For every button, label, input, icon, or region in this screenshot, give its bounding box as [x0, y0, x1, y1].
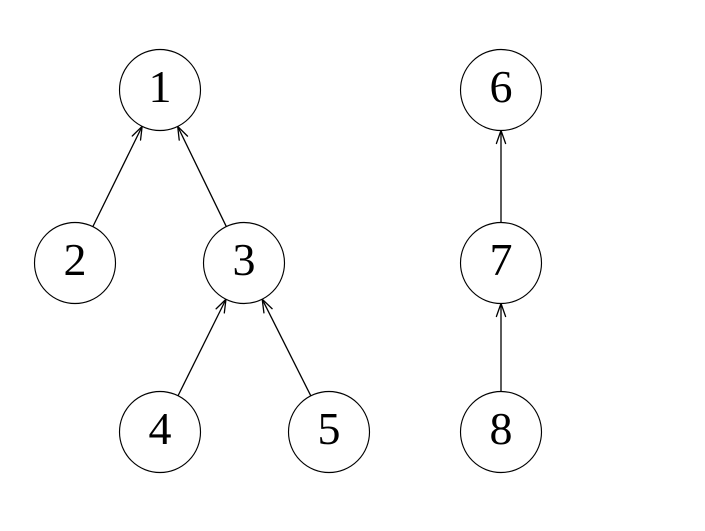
node-label: 8	[490, 403, 513, 454]
node-label: 7	[490, 234, 513, 285]
graph-node-6[interactable]: 6	[459, 48, 543, 132]
arrowhead-icon	[215, 298, 227, 314]
graph-node-4[interactable]: 4	[118, 390, 202, 474]
edge-line	[92, 126, 143, 227]
edge-line	[177, 126, 227, 227]
edge-7-to-6	[495, 129, 507, 223]
arrowhead-icon	[177, 125, 189, 141]
edge-line	[177, 298, 227, 397]
edge-3-to-1	[177, 125, 227, 227]
graph-node-1[interactable]: 1	[118, 48, 202, 132]
graph-node-5[interactable]: 5	[287, 390, 371, 474]
node-label: 2	[64, 234, 87, 285]
arrowhead-icon	[261, 298, 273, 314]
node-label: 4	[149, 403, 172, 454]
edges-layer	[92, 125, 507, 397]
edge-8-to-7	[495, 302, 507, 392]
edge-5-to-3	[261, 298, 312, 397]
edge-4-to-3	[177, 298, 227, 397]
node-circle[interactable]	[287, 390, 371, 474]
node-label: 1	[149, 61, 172, 112]
node-circle[interactable]	[459, 48, 543, 132]
node-circle[interactable]	[118, 48, 202, 132]
graph-node-8[interactable]: 8	[459, 390, 543, 474]
node-label: 3	[233, 234, 256, 285]
node-circle[interactable]	[118, 390, 202, 474]
edge-line	[261, 298, 312, 397]
edge-2-to-1	[92, 125, 143, 227]
node-circle[interactable]	[202, 221, 286, 305]
graph-node-2[interactable]: 2	[33, 221, 117, 305]
graph-node-7[interactable]: 7	[459, 221, 543, 305]
node-label: 5	[318, 403, 341, 454]
node-label: 6	[490, 61, 513, 112]
arrowhead-icon	[131, 125, 143, 141]
node-circle[interactable]	[33, 221, 117, 305]
node-circle[interactable]	[459, 221, 543, 305]
node-circle[interactable]	[459, 390, 543, 474]
nodes-layer: 1 2 3 4 5 6 7 8	[33, 48, 543, 474]
graph-node-3[interactable]: 3	[202, 221, 286, 305]
